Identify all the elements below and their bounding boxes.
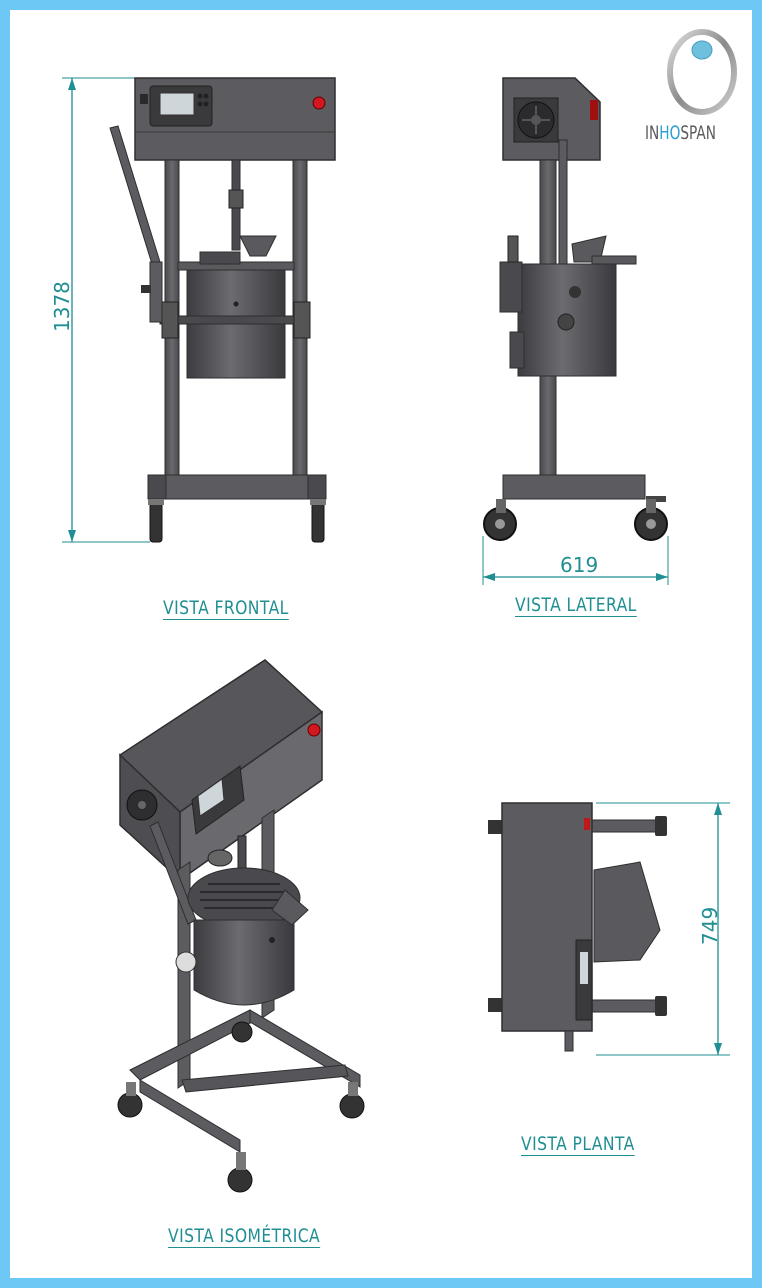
dimension-depth: 619	[560, 553, 599, 577]
brand-suffix: SPAN	[680, 122, 716, 144]
dimension-height: 1378	[50, 281, 74, 332]
inhospan-logo	[667, 29, 737, 115]
lateral-view-drawing	[482, 77, 669, 585]
caption-isometric-view: VISTA ISOMÉTRICA	[168, 1225, 321, 1247]
brand-accent: HO	[659, 122, 681, 144]
caption-lateral-view: VISTA LATERAL	[515, 594, 637, 616]
dimension-width: 749	[698, 906, 722, 945]
isometric-view-drawing	[117, 659, 365, 1193]
brand-prefix: IN	[645, 122, 660, 144]
brand-wordmark: INHOSPAN	[645, 122, 716, 144]
caption-front-view: VISTA FRONTAL	[163, 597, 289, 619]
plan-view-drawing	[488, 802, 730, 1056]
front-view-drawing	[62, 77, 336, 543]
drawing-sheet	[10, 10, 752, 1278]
caption-plan-view: VISTA PLANTA	[521, 1133, 635, 1155]
